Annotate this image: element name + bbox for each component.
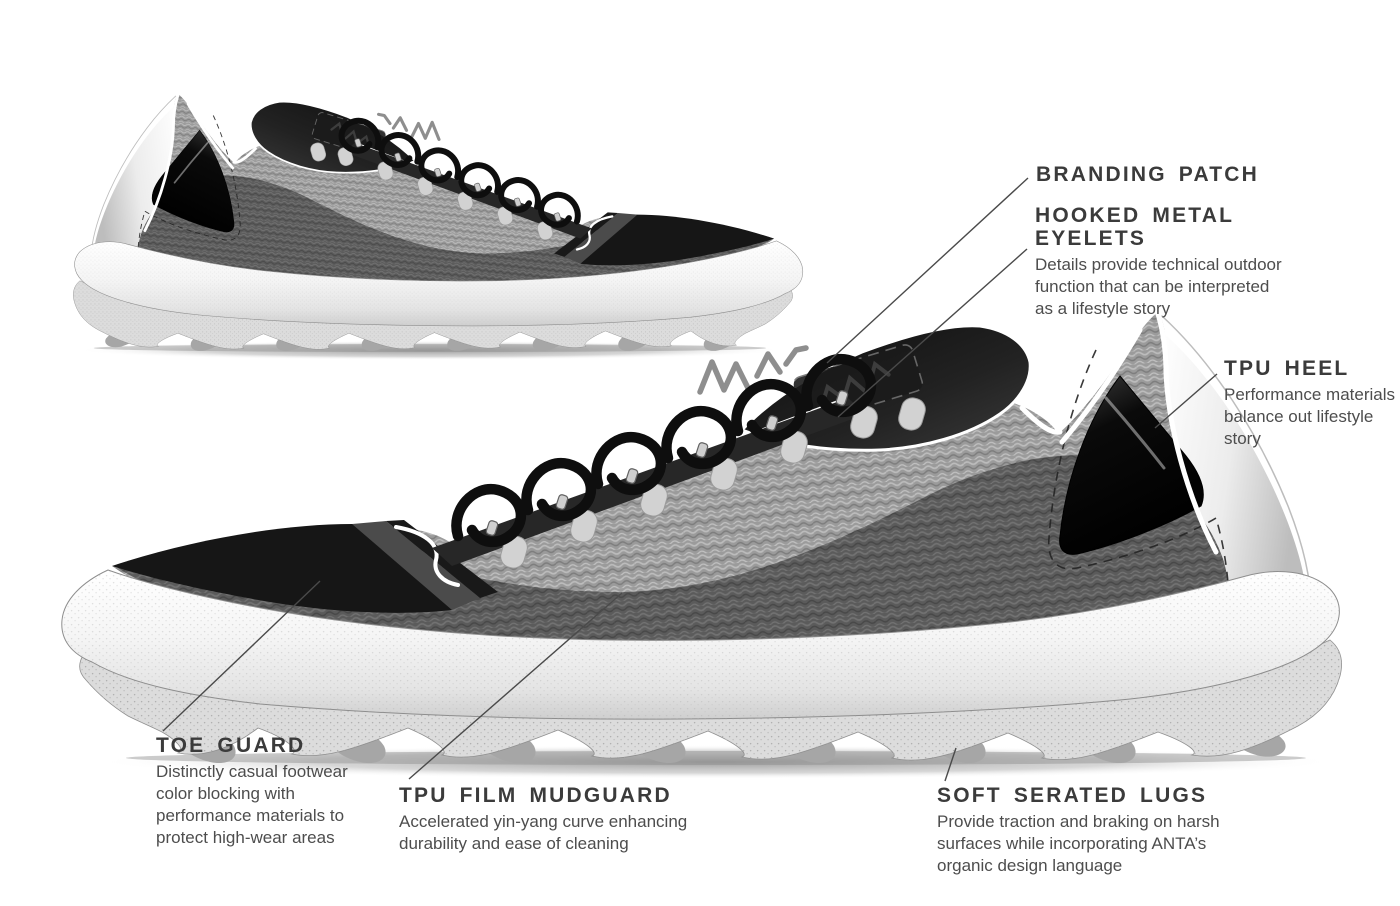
annotation-tpu-heel: TPU HEEL Performance materials balance o… — [1224, 357, 1400, 450]
leader-toe-guard — [162, 580, 321, 732]
shoe-view-large — [62, 312, 1342, 779]
annotation-hooked-metal-eyelets: HOOKED METAL EYELETS Details provide tec… — [1035, 204, 1282, 320]
annotation-branding-patch: BRANDING PATCH — [1036, 163, 1316, 186]
annotation-title: TPU FILM MUDGUARD — [399, 784, 672, 807]
leader-branding-patch — [826, 177, 1029, 364]
leader-tpu-film-mudguard — [408, 592, 623, 780]
annotation-soft-serated-lugs: SOFT SERATED LUGS Provide traction and b… — [937, 784, 1232, 877]
annotation-body: Distinctly casual footwear color blockin… — [156, 762, 348, 847]
annotation-body: Performance materials balance out lifest… — [1224, 385, 1396, 448]
leader-soft-serated-lugs — [944, 747, 957, 782]
leader-hooked-eyelets — [837, 248, 1028, 418]
annotation-title: HOOKED METAL EYELETS — [1035, 204, 1234, 250]
annotation-tpu-film-mudguard: TPU FILM MUDGUARD Accelerated yin-yang c… — [399, 784, 694, 855]
annotation-title: TPU HEEL — [1224, 357, 1350, 380]
shoe-view-small — [73, 94, 802, 360]
annotation-title: SOFT SERATED LUGS — [937, 784, 1208, 807]
annotation-body: Provide traction and braking on harsh su… — [937, 812, 1220, 875]
annotation-title: TOE GUARD — [156, 734, 306, 757]
annotation-body: Details provide technical outdoor functi… — [1035, 255, 1282, 318]
annotation-toe-guard: TOE GUARD Distinctly casual footwear col… — [156, 734, 356, 849]
annotation-title: BRANDING PATCH — [1036, 163, 1260, 186]
leader-lines — [162, 177, 1218, 782]
leader-tpu-heel — [1154, 373, 1218, 429]
annotation-body: Accelerated yin-yang curve enhancing dur… — [399, 812, 688, 853]
